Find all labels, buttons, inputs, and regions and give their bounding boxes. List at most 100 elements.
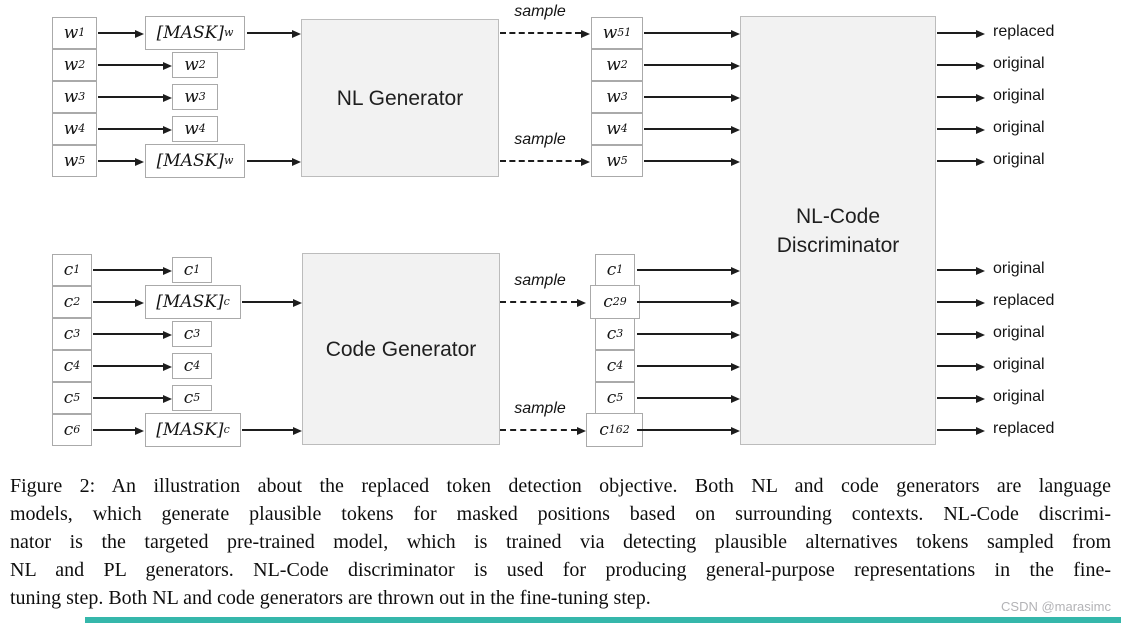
arrow: [644, 62, 740, 70]
sample-label: sample: [514, 3, 566, 20]
arrow: [937, 331, 985, 339]
arrow: [98, 30, 144, 38]
output-label: original: [993, 151, 1045, 168]
dashed-arrow: [500, 427, 586, 435]
csdn-watermark: CSDN @marasimc: [1001, 599, 1111, 614]
discriminator-box: NL-Code Discriminator: [740, 16, 936, 445]
sample-label: sample: [514, 400, 566, 417]
arrow: [93, 427, 144, 435]
arrow: [644, 158, 740, 166]
dashed-arrow: [500, 158, 590, 166]
arrow: [637, 267, 740, 275]
arrow: [98, 94, 172, 102]
caption-line: tuning step. Both NL and code generators…: [10, 587, 651, 609]
dashed-arrow: [500, 30, 590, 38]
mask-box: [MASK]w: [145, 16, 245, 50]
arrow: [937, 363, 985, 371]
code-generator-box: Code Generator: [302, 253, 500, 445]
output-label: replaced: [993, 23, 1055, 40]
arrow: [247, 30, 301, 38]
discriminator-label-line1: NL-Code: [795, 204, 881, 228]
nl-generator-label: NL Generator: [336, 86, 464, 110]
nl-generator-box: NL Generator: [301, 19, 499, 177]
arrow: [242, 427, 302, 435]
arrow: [98, 62, 172, 70]
output-label: original: [993, 356, 1045, 373]
output-label: original: [993, 324, 1045, 341]
arrow: [937, 427, 985, 435]
output-label: original: [993, 55, 1045, 72]
arrow: [93, 299, 144, 307]
caption-line: NL and PL generators. NL-Code discrimina…: [10, 559, 1111, 581]
arrow: [937, 62, 985, 70]
arrow: [937, 299, 985, 307]
arrow: [937, 30, 985, 38]
dashed-arrow: [500, 299, 586, 307]
arrow: [937, 158, 985, 166]
arrow: [637, 427, 740, 435]
arrow: [937, 395, 985, 403]
output-label: original: [993, 87, 1045, 104]
arrow: [644, 30, 740, 38]
caption-line: models, which generate plausible tokens …: [10, 503, 1111, 525]
arrow: [93, 331, 172, 339]
arrow: [242, 299, 302, 307]
arrow: [637, 363, 740, 371]
mask-box: [MASK]w: [145, 144, 245, 178]
sample-label: sample: [514, 131, 566, 148]
output-label: replaced: [993, 420, 1055, 437]
arrow: [637, 395, 740, 403]
mask-box: [MASK]c: [145, 285, 241, 319]
arrow: [644, 94, 740, 102]
arrow: [637, 299, 740, 307]
caption-line: nator is the targeted pre-trained model,…: [10, 531, 1111, 553]
figure-caption: Figure 2: An illustration about the repl…: [10, 472, 1111, 612]
arrow: [937, 267, 985, 275]
arrow: [937, 126, 985, 134]
caption-line: Figure 2: An illustration about the repl…: [10, 475, 1111, 497]
output-label: original: [993, 388, 1045, 405]
arrow: [98, 158, 144, 166]
mask-box: [MASK]c: [145, 413, 241, 447]
arrow: [93, 363, 172, 371]
discriminator-label-line2: Discriminator: [776, 233, 900, 257]
arrow: [644, 126, 740, 134]
arrow: [98, 126, 172, 134]
arrow: [93, 395, 172, 403]
output-label: replaced: [993, 292, 1055, 309]
code-generator-label: Code Generator: [325, 337, 477, 361]
arrow: [637, 331, 740, 339]
output-label: original: [993, 260, 1045, 277]
accent-bar: [85, 617, 1121, 623]
arrow: [247, 158, 301, 166]
output-label: original: [993, 119, 1045, 136]
sample-label: sample: [514, 272, 566, 289]
